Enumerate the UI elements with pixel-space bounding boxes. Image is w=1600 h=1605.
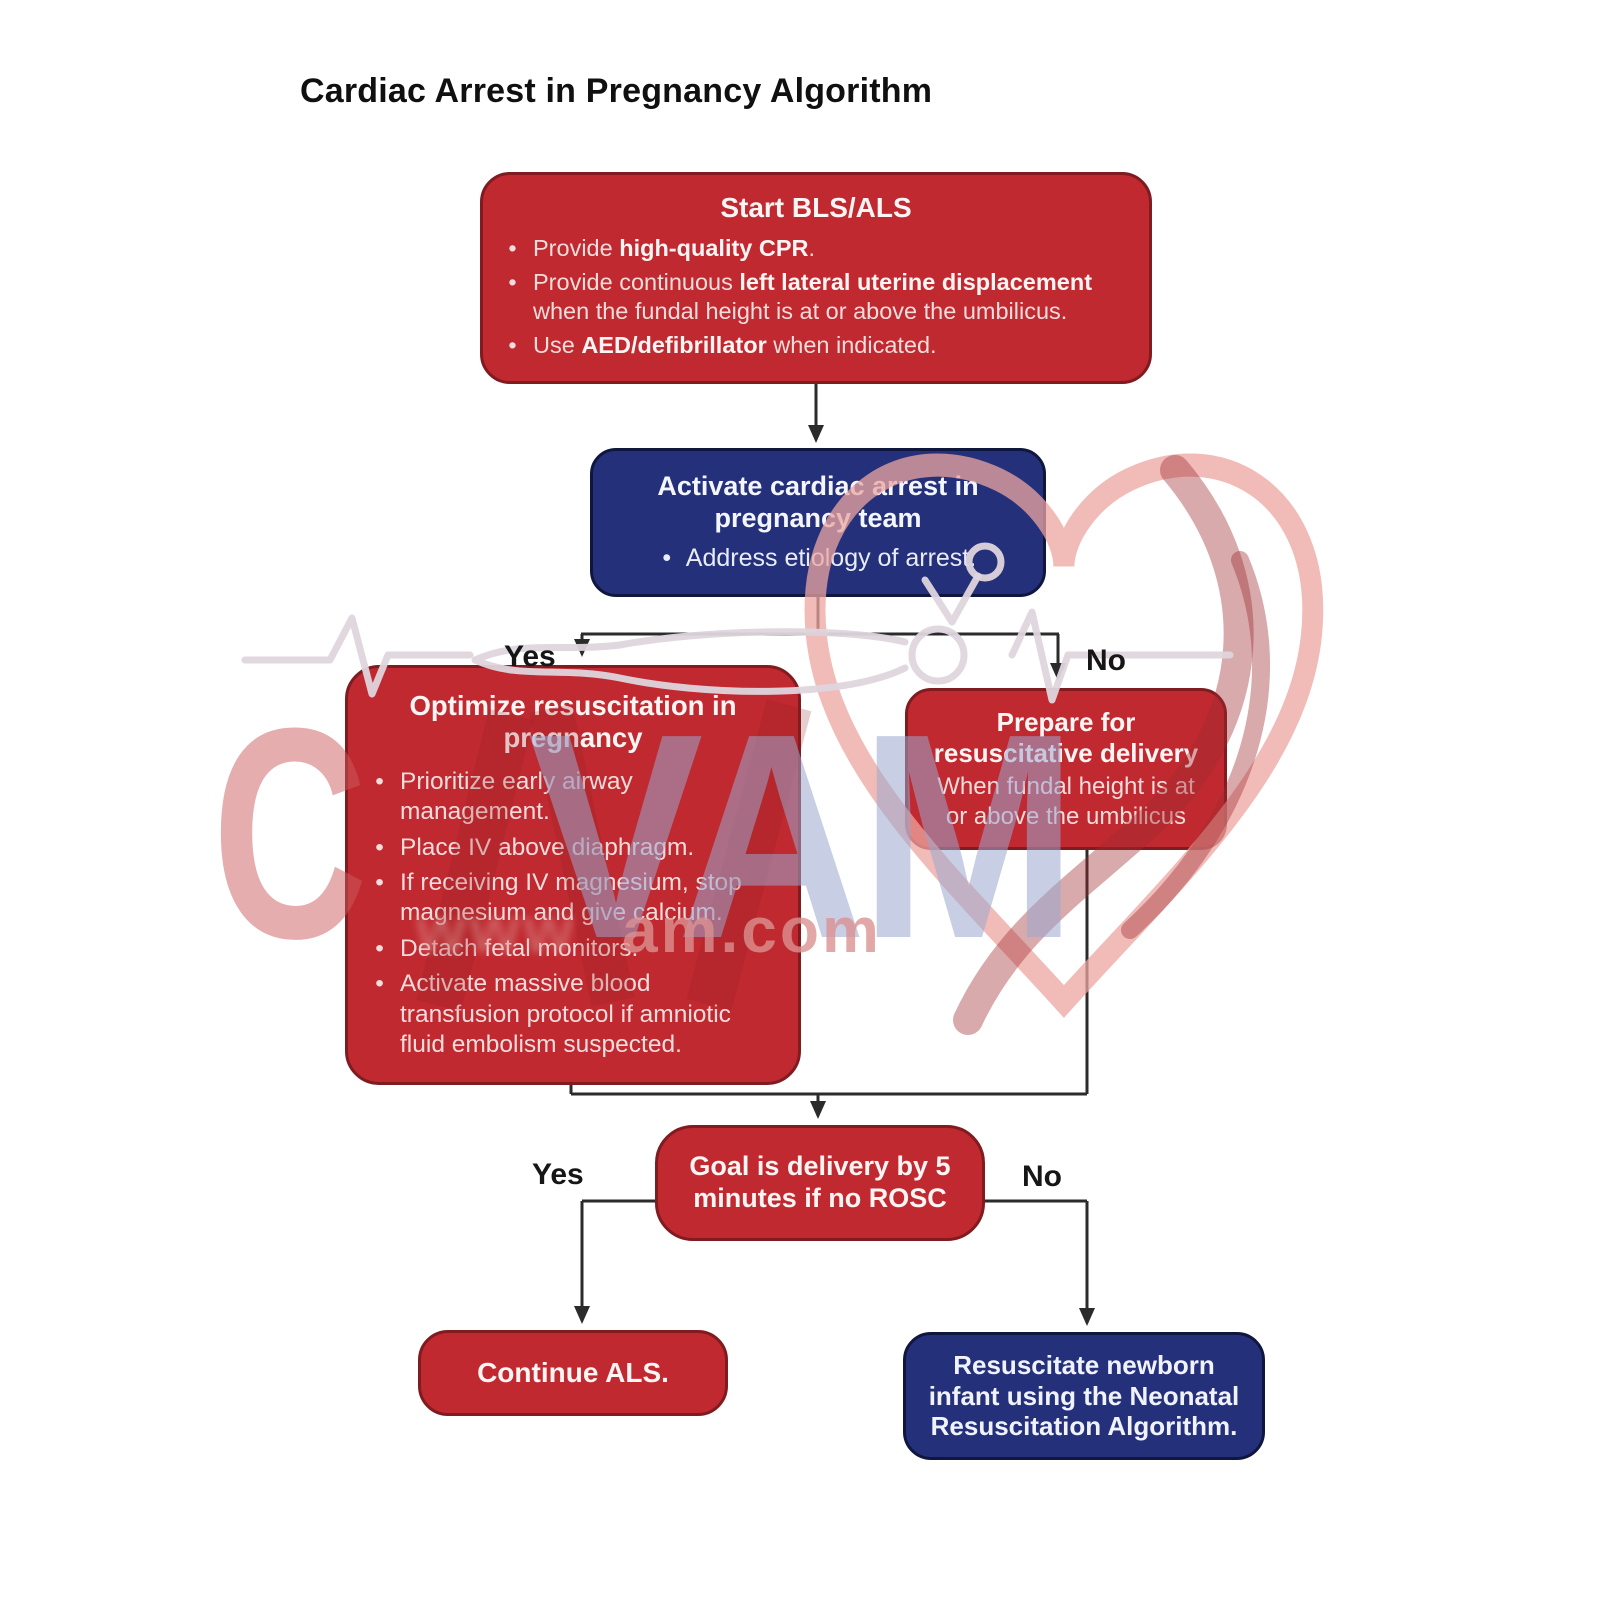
bullet-item: • Use AED/defibrillator when indicated.	[505, 331, 1127, 360]
page-title: Cardiac Arrest in Pregnancy Algorithm	[300, 72, 933, 110]
bullet-dot: •	[375, 970, 384, 998]
bullet-text: Provide high-quality CPR.	[533, 235, 816, 262]
branch2-yes-label: Yes	[532, 1158, 584, 1191]
bullet-dot: •	[375, 767, 384, 795]
bullet-text: Provide continuous left lateral uterine …	[533, 269, 1093, 325]
node-activate-bullets: • Address etiology of arrest.	[611, 543, 1025, 574]
bullet-text: If receiving IV magnesium, stop magnesiu…	[400, 869, 742, 927]
bullet-dot: •	[662, 543, 672, 572]
node-start-bls-als: Start BLS/ALS • Provide high-quality CPR.…	[480, 172, 1152, 384]
bullet-text: Activate massive blood transfusion proto…	[400, 970, 731, 1058]
bullet-item: • Detach fetal monitors.	[372, 934, 774, 964]
node-continue-title: Continue ALS.	[477, 1357, 669, 1389]
node-prepare-body: When fundal height is at or above the um…	[937, 773, 1195, 830]
bullet-text: Prioritize early airway management.	[400, 767, 633, 826]
node-activate-title: Activate cardiac arrest in pregnancy tea…	[657, 471, 979, 533]
node-prepare-title: Prepare for resuscitative delivery	[933, 707, 1199, 768]
bullet-dot: •	[508, 269, 517, 296]
bullet-item: • Provide high-quality CPR.	[505, 234, 1127, 263]
bullet-text: Detach fetal monitors.	[400, 934, 639, 962]
branch2-no-label: No	[1022, 1160, 1062, 1193]
node-neonatal-title: Resuscitate newborn infant using the Neo…	[928, 1349, 1240, 1442]
node-start-bullets: • Provide high-quality CPR. • Provide cont…	[505, 234, 1127, 361]
bullet-item: • If receiving IV magnesium, stop magnesi…	[372, 868, 774, 929]
node-continue-als: Continue ALS.	[418, 1330, 728, 1416]
bullet-text: Place IV above diaphragm.	[400, 833, 695, 861]
bullet-text: Use AED/defibrillator when indicated.	[533, 332, 937, 359]
bullet-item: • Address etiology of arrest.	[611, 543, 1025, 574]
node-optimize-resuscitation: Optimize resuscitation in pregnancy • Pri…	[345, 665, 801, 1086]
node-neonatal-resuscitation: Resuscitate newborn infant using the Neo…	[903, 1332, 1265, 1460]
node-activate-team: Activate cardiac arrest in pregnancy tea…	[590, 448, 1046, 597]
bullet-item: • Prioritize early airway management.	[372, 767, 774, 828]
bullet-item: • Activate massive blood transfusion prot…	[372, 969, 774, 1060]
node-goal-delivery: Goal is delivery by 5 minutes if no ROSC	[655, 1125, 985, 1241]
node-optimize-title: Optimize resuscitation in pregnancy	[409, 690, 737, 754]
node-prepare-delivery: Prepare for resuscitative delivery When …	[905, 688, 1227, 850]
bullet-item: • Provide continuous left lateral uterine…	[505, 268, 1127, 326]
bullet-item: • Place IV above diaphragm.	[372, 833, 774, 863]
bullet-dot: •	[508, 235, 517, 262]
node-goal-title: Goal is delivery by 5 minutes if no ROSC	[689, 1151, 951, 1213]
bullet-dot: •	[508, 332, 517, 359]
node-optimize-bullets: • Prioritize early airway management. • Pl…	[372, 767, 774, 1060]
bullet-dot: •	[375, 934, 384, 962]
bullet-dot: •	[375, 869, 384, 896]
node-start-title: Start BLS/ALS	[720, 192, 912, 223]
bullet-text: Address etiology of arrest.	[685, 543, 977, 572]
branch1-yes-label: Yes	[504, 640, 556, 673]
bullet-dot: •	[375, 833, 384, 861]
branch1-no-label: No	[1086, 644, 1126, 677]
